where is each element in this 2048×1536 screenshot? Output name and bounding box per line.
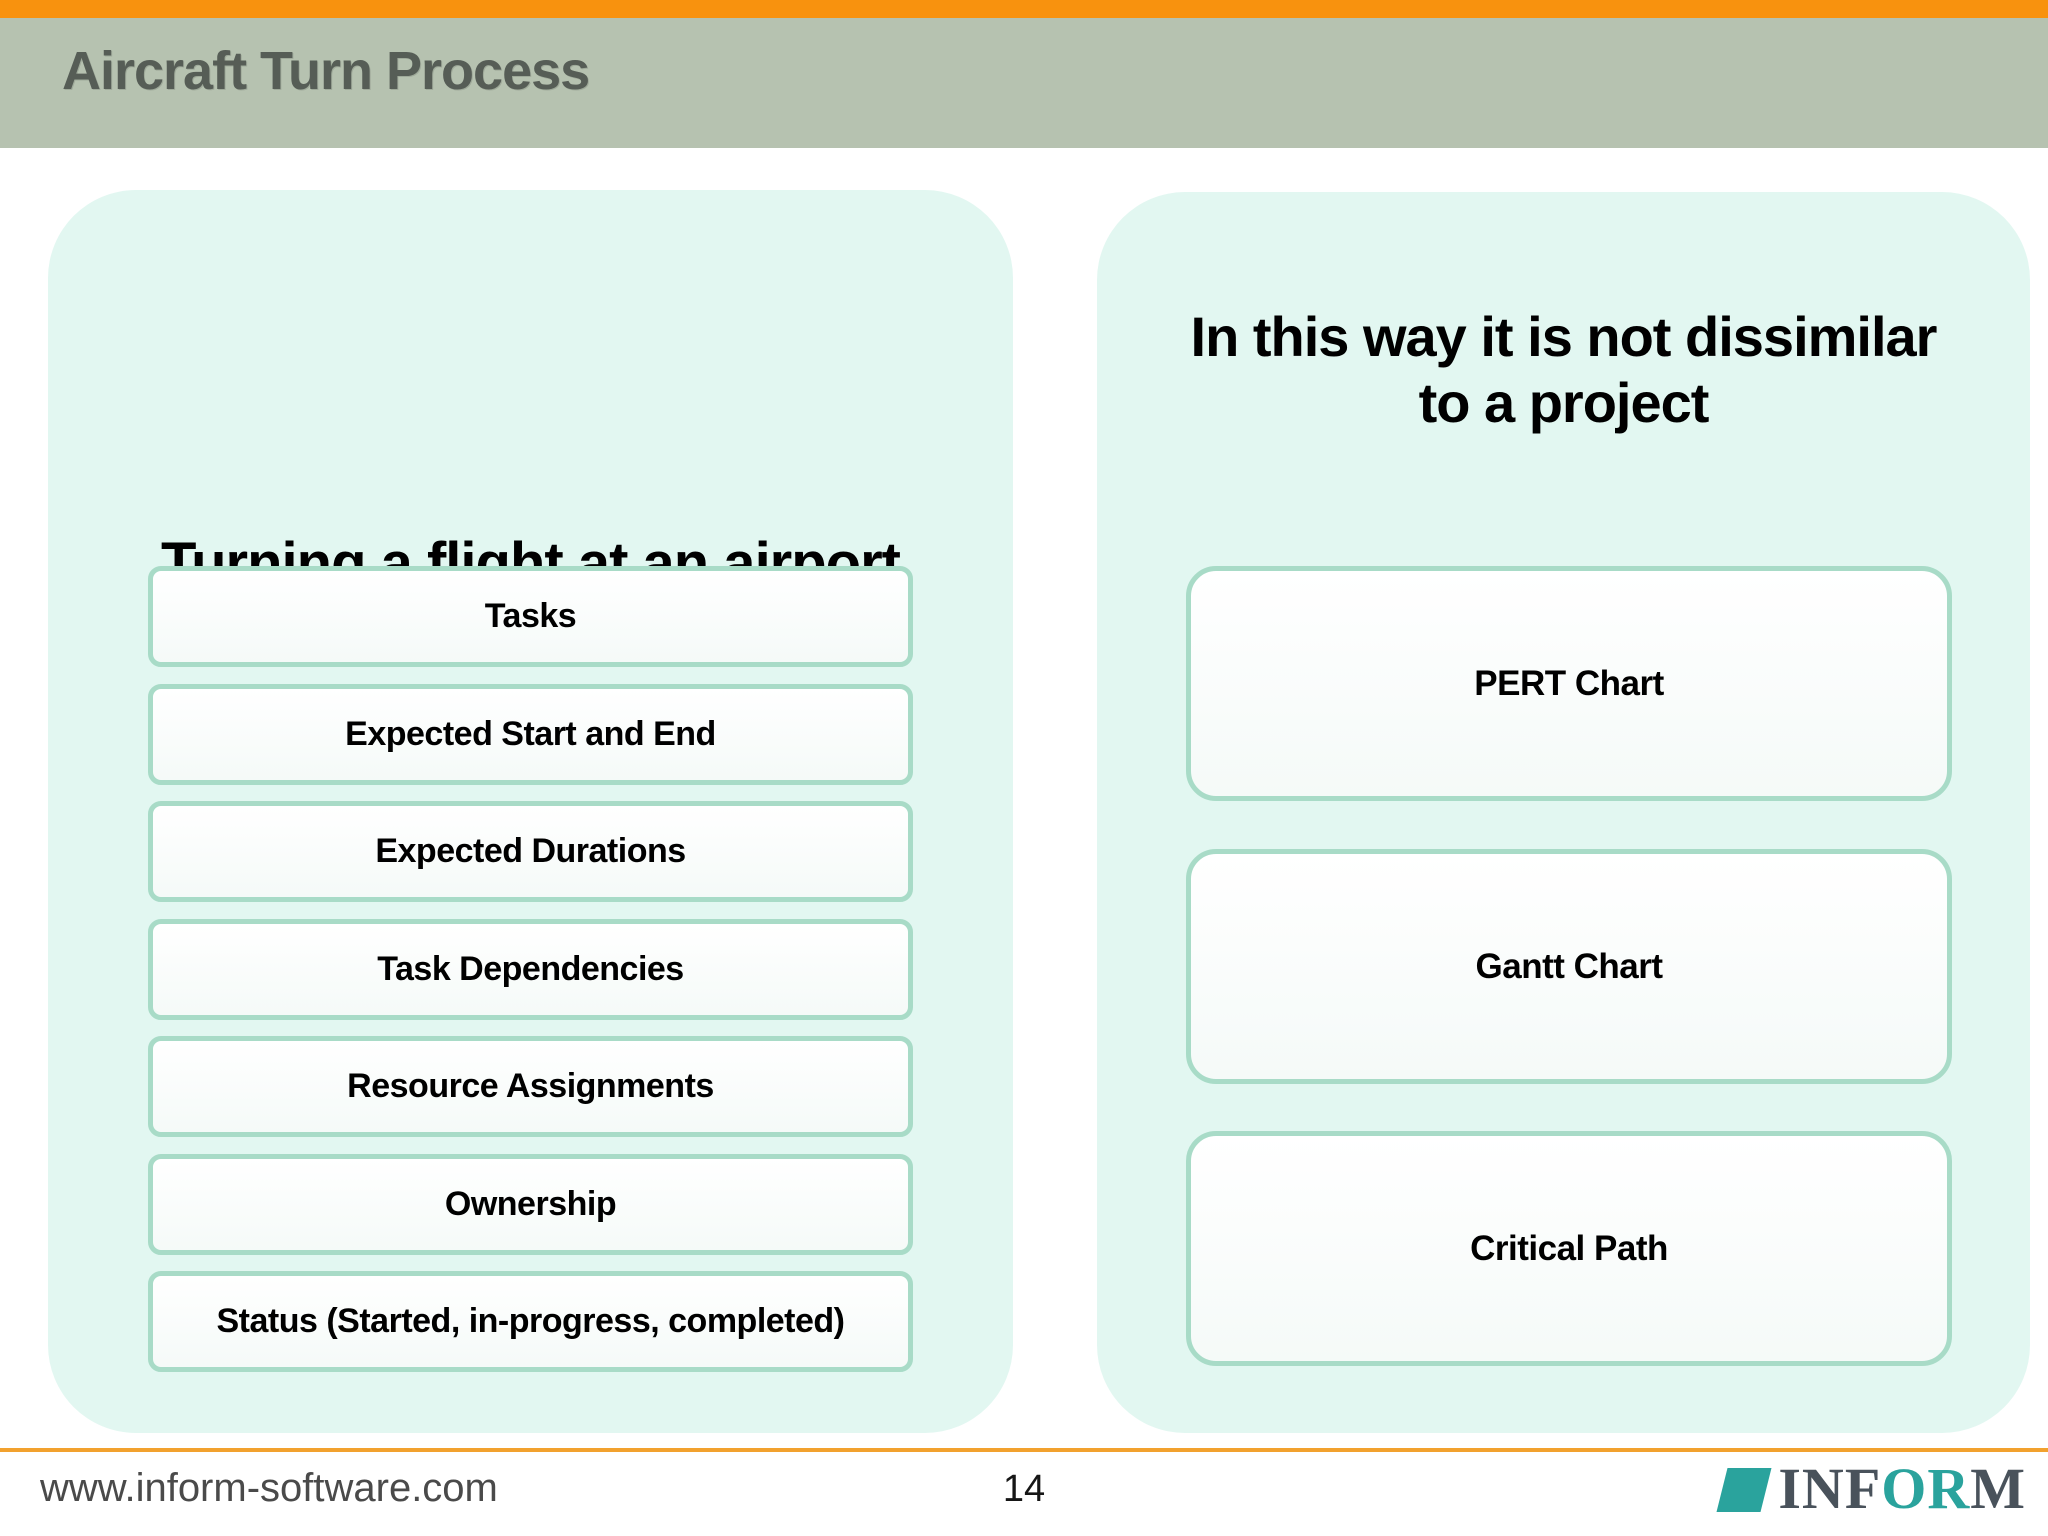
footer-divider-line [0,1448,2048,1452]
process-box-expected-start-end: Expected Start and End [148,684,913,785]
process-box-status: Status (Started, in-progress, completed) [148,1271,913,1372]
project-analogy-panel: In this way it is not dissimilar to a pr… [1097,192,2030,1433]
inform-logo-wordmark: INFORM [1778,1460,2026,1518]
artifact-box-critical-path: Critical Path [1186,1131,1952,1366]
process-box-expected-durations: Expected Durations [148,801,913,902]
inform-logo-part1: INF [1778,1456,1882,1521]
inform-logo-parallelogram-icon [1716,1468,1772,1512]
project-analogy-title-line1: In this way it is not dissimilar [1190,305,1938,368]
process-box-tasks: Tasks [148,566,913,667]
inform-logo-part3: M [1970,1456,2026,1521]
inform-logo: INFORM [1716,1460,2026,1518]
flight-turn-panel: Turning a flight at an airport Tasks Exp… [48,190,1013,1433]
process-box-resource-assignments: Resource Assignments [148,1036,913,1137]
artifact-box-gantt-chart: Gantt Chart [1186,849,1952,1084]
project-analogy-title-line2: to a project [1418,371,1710,435]
page-number: 14 [1002,1468,1046,1510]
footer-website-text: www.inform-software.com [40,1466,498,1510]
project-analogy-panel-title: In this way it is not dissimilar to a pr… [1097,304,2030,436]
process-box-task-dependencies: Task Dependencies [148,919,913,1020]
slide-title: Aircraft Turn Process [62,41,590,101]
inform-logo-part2: OR [1881,1456,1971,1521]
slide-header-band: Aircraft Turn Process [0,18,2048,148]
artifact-box-pert-chart: PERT Chart [1186,566,1952,801]
top-accent-bar [0,0,2048,18]
process-box-ownership: Ownership [148,1154,913,1255]
